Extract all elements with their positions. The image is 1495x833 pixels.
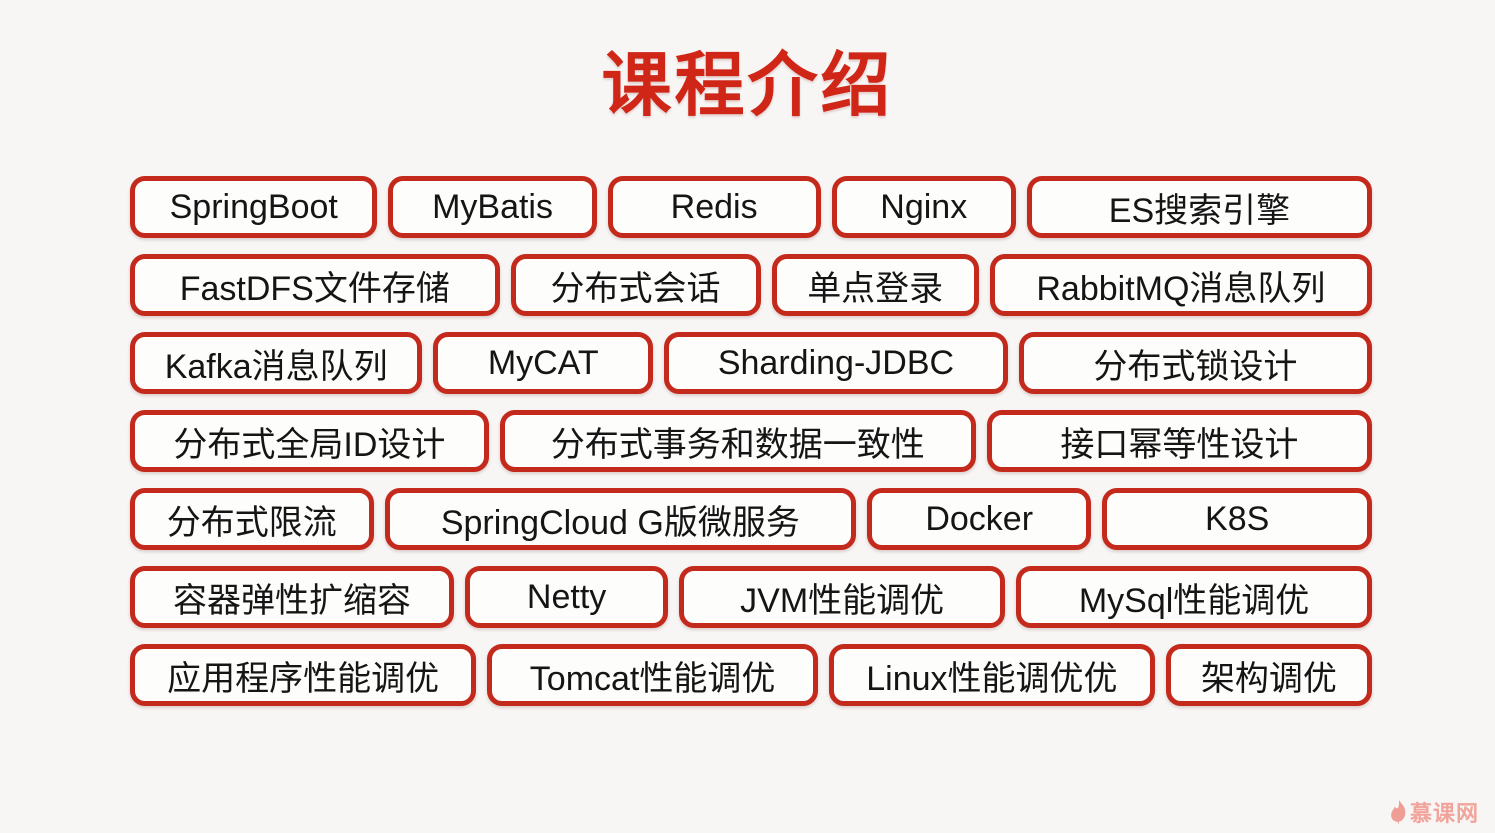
flame-icon [1391, 799, 1406, 825]
course-badge: MySql性能调优 [1016, 566, 1372, 628]
course-badge: 分布式限流 [130, 488, 374, 550]
course-badge: SpringCloud G版微服务 [384, 488, 857, 550]
course-badge: MyCAT [433, 332, 654, 394]
imooc-logo-text: 慕课网 [1409, 801, 1479, 826]
course-badge: ES搜索引擎 [1026, 176, 1372, 238]
course-badge: 分布式锁设计 [1018, 332, 1372, 394]
imooc-logo: 慕课网 [1390, 796, 1479, 828]
page-title: 课程介绍 [601, 46, 894, 124]
course-badge: RabbitMQ消息队列 [989, 254, 1372, 316]
course-badge: 架构调优 [1165, 644, 1372, 706]
course-badge: 单点登录 [771, 254, 979, 316]
course-badge: JVM性能调优 [679, 566, 1006, 628]
course-badge: Nginx [831, 176, 1016, 238]
course-badge: Docker [867, 488, 1092, 550]
course-badge: Tomcat性能调优 [487, 644, 818, 706]
course-badge: 应用程序性能调优 [130, 644, 477, 706]
course-badge: SpringBoot [130, 176, 378, 238]
badge-row: 分布式全局ID设计分布式事务和数据一致性接口幂等性设计 [130, 410, 1372, 472]
course-badge: K8S [1102, 488, 1372, 550]
course-badge: MyBatis [388, 176, 597, 238]
course-badge: 分布式事务和数据一致性 [499, 410, 976, 472]
course-badge: Sharding-JDBC [664, 332, 1008, 394]
course-badge: Linux性能调优优 [828, 644, 1155, 706]
course-badge: Netty [464, 566, 669, 628]
course-badge: 分布式会话 [510, 254, 761, 316]
course-badge: 接口幂等性设计 [986, 410, 1372, 472]
course-badge: Redis [607, 176, 821, 238]
course-badge: 容器弹性扩缩容 [130, 566, 454, 628]
course-badge: FastDFS文件存储 [130, 254, 500, 316]
course-badge: 分布式全局ID设计 [130, 410, 489, 472]
course-badge: Kafka消息队列 [130, 332, 423, 394]
